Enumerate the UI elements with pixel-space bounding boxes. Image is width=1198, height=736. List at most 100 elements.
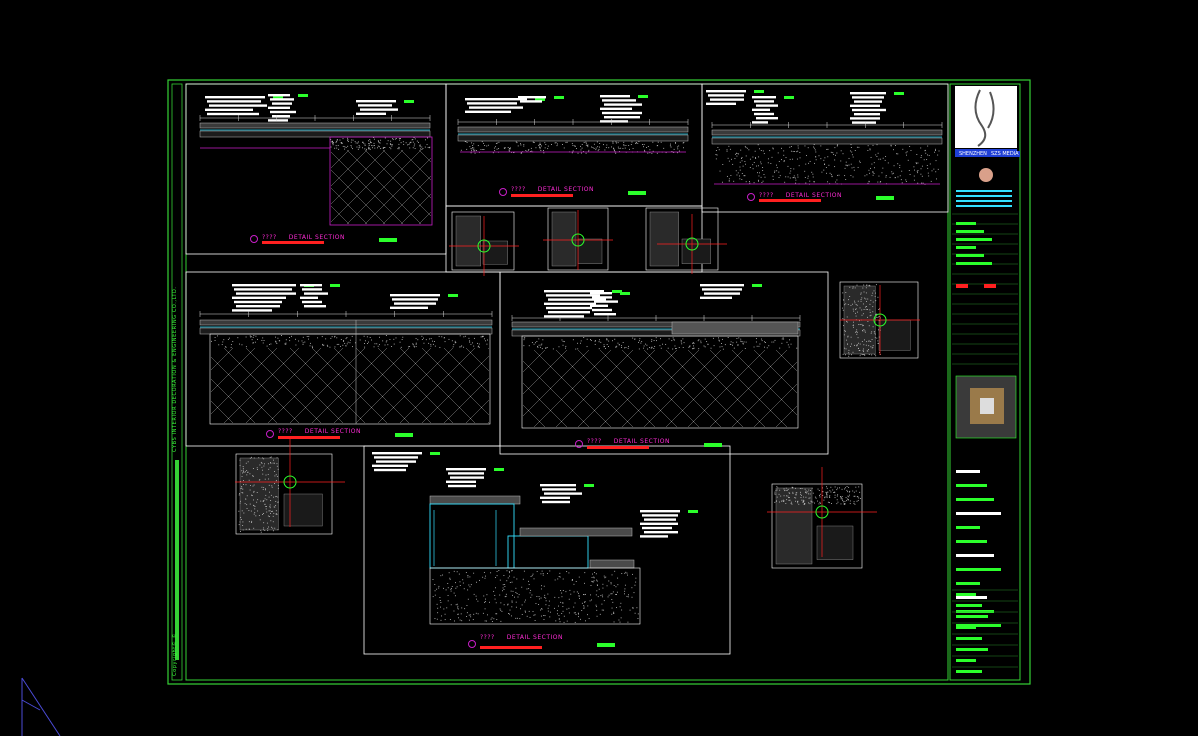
speck [421, 148, 423, 150]
speck [822, 495, 824, 496]
speck [546, 346, 548, 348]
speck [772, 179, 774, 181]
speck [240, 530, 241, 532]
speck [930, 180, 932, 182]
speck [859, 349, 861, 351]
speck [585, 593, 586, 595]
speck [560, 601, 562, 603]
speck [783, 150, 785, 152]
speck [638, 340, 640, 342]
speck [251, 495, 253, 497]
speck [540, 144, 542, 146]
speck [593, 576, 595, 578]
speck [443, 587, 444, 589]
speck [508, 613, 509, 615]
speck [596, 584, 598, 586]
speck [592, 573, 593, 575]
speck [465, 141, 467, 142]
speck [563, 147, 565, 149]
speck [868, 340, 870, 342]
p5-raised-slab [671, 321, 799, 335]
speck [837, 174, 838, 176]
speck [792, 487, 794, 488]
speck [610, 593, 612, 595]
speck [274, 462, 275, 464]
speck [850, 336, 852, 338]
speck [787, 488, 789, 490]
speck [826, 172, 827, 174]
p1-layers [199, 122, 431, 138]
speck [802, 501, 804, 503]
speck [253, 491, 255, 493]
speck [535, 603, 537, 605]
speck [275, 510, 277, 512]
speck [484, 577, 486, 579]
speck [473, 150, 475, 152]
speck [877, 340, 879, 342]
speck [845, 292, 847, 293]
speck [830, 151, 832, 153]
speck [557, 613, 558, 615]
speck [575, 613, 577, 615]
speck [418, 141, 419, 143]
speck [856, 304, 858, 306]
annotation-text-bar [374, 456, 418, 459]
speck [864, 297, 866, 299]
speck [346, 343, 348, 345]
speck [868, 169, 870, 171]
p3-dims [711, 122, 943, 128]
speck [851, 151, 853, 153]
speck [253, 484, 255, 486]
speck [585, 141, 587, 143]
speck [480, 149, 482, 150]
speck [602, 583, 604, 585]
speck [580, 618, 581, 620]
annotation-text-bar [850, 104, 880, 107]
title-info-bar [956, 604, 982, 607]
speck [484, 620, 486, 622]
speck [681, 343, 683, 345]
speck [258, 479, 260, 481]
speck [814, 149, 816, 151]
speck [799, 157, 801, 159]
speck [858, 324, 860, 326]
speck [262, 473, 264, 475]
speck [781, 338, 783, 340]
speck [830, 491, 832, 493]
speck [358, 145, 360, 146]
p1-notes-left [205, 96, 283, 116]
speck [913, 175, 915, 177]
speck [558, 597, 560, 599]
screed-layer [457, 134, 689, 142]
speck [836, 495, 838, 497]
speck [474, 152, 476, 154]
speck [786, 341, 788, 343]
speck [689, 345, 691, 347]
speck [638, 141, 640, 142]
speck [899, 164, 901, 166]
speck [274, 475, 276, 477]
speck [834, 491, 836, 493]
speck [595, 606, 597, 608]
speck [856, 331, 858, 333]
speck [428, 147, 430, 149]
p6-notes-far-right [640, 510, 698, 538]
p1-hatch [331, 150, 431, 224]
speck [262, 489, 264, 490]
p3-notes-left [706, 90, 764, 105]
speck [584, 601, 586, 603]
speck [438, 335, 440, 337]
speck [899, 175, 901, 177]
detail-block [283, 493, 323, 527]
speck [795, 487, 796, 489]
speck [265, 506, 267, 507]
p1-concrete [330, 137, 431, 150]
speck [805, 496, 807, 498]
left-strip-bar [175, 460, 179, 660]
speck [264, 489, 266, 491]
speck [848, 349, 850, 351]
speck [894, 177, 896, 179]
speck [269, 510, 271, 512]
speck [874, 333, 876, 335]
speck [863, 344, 865, 346]
